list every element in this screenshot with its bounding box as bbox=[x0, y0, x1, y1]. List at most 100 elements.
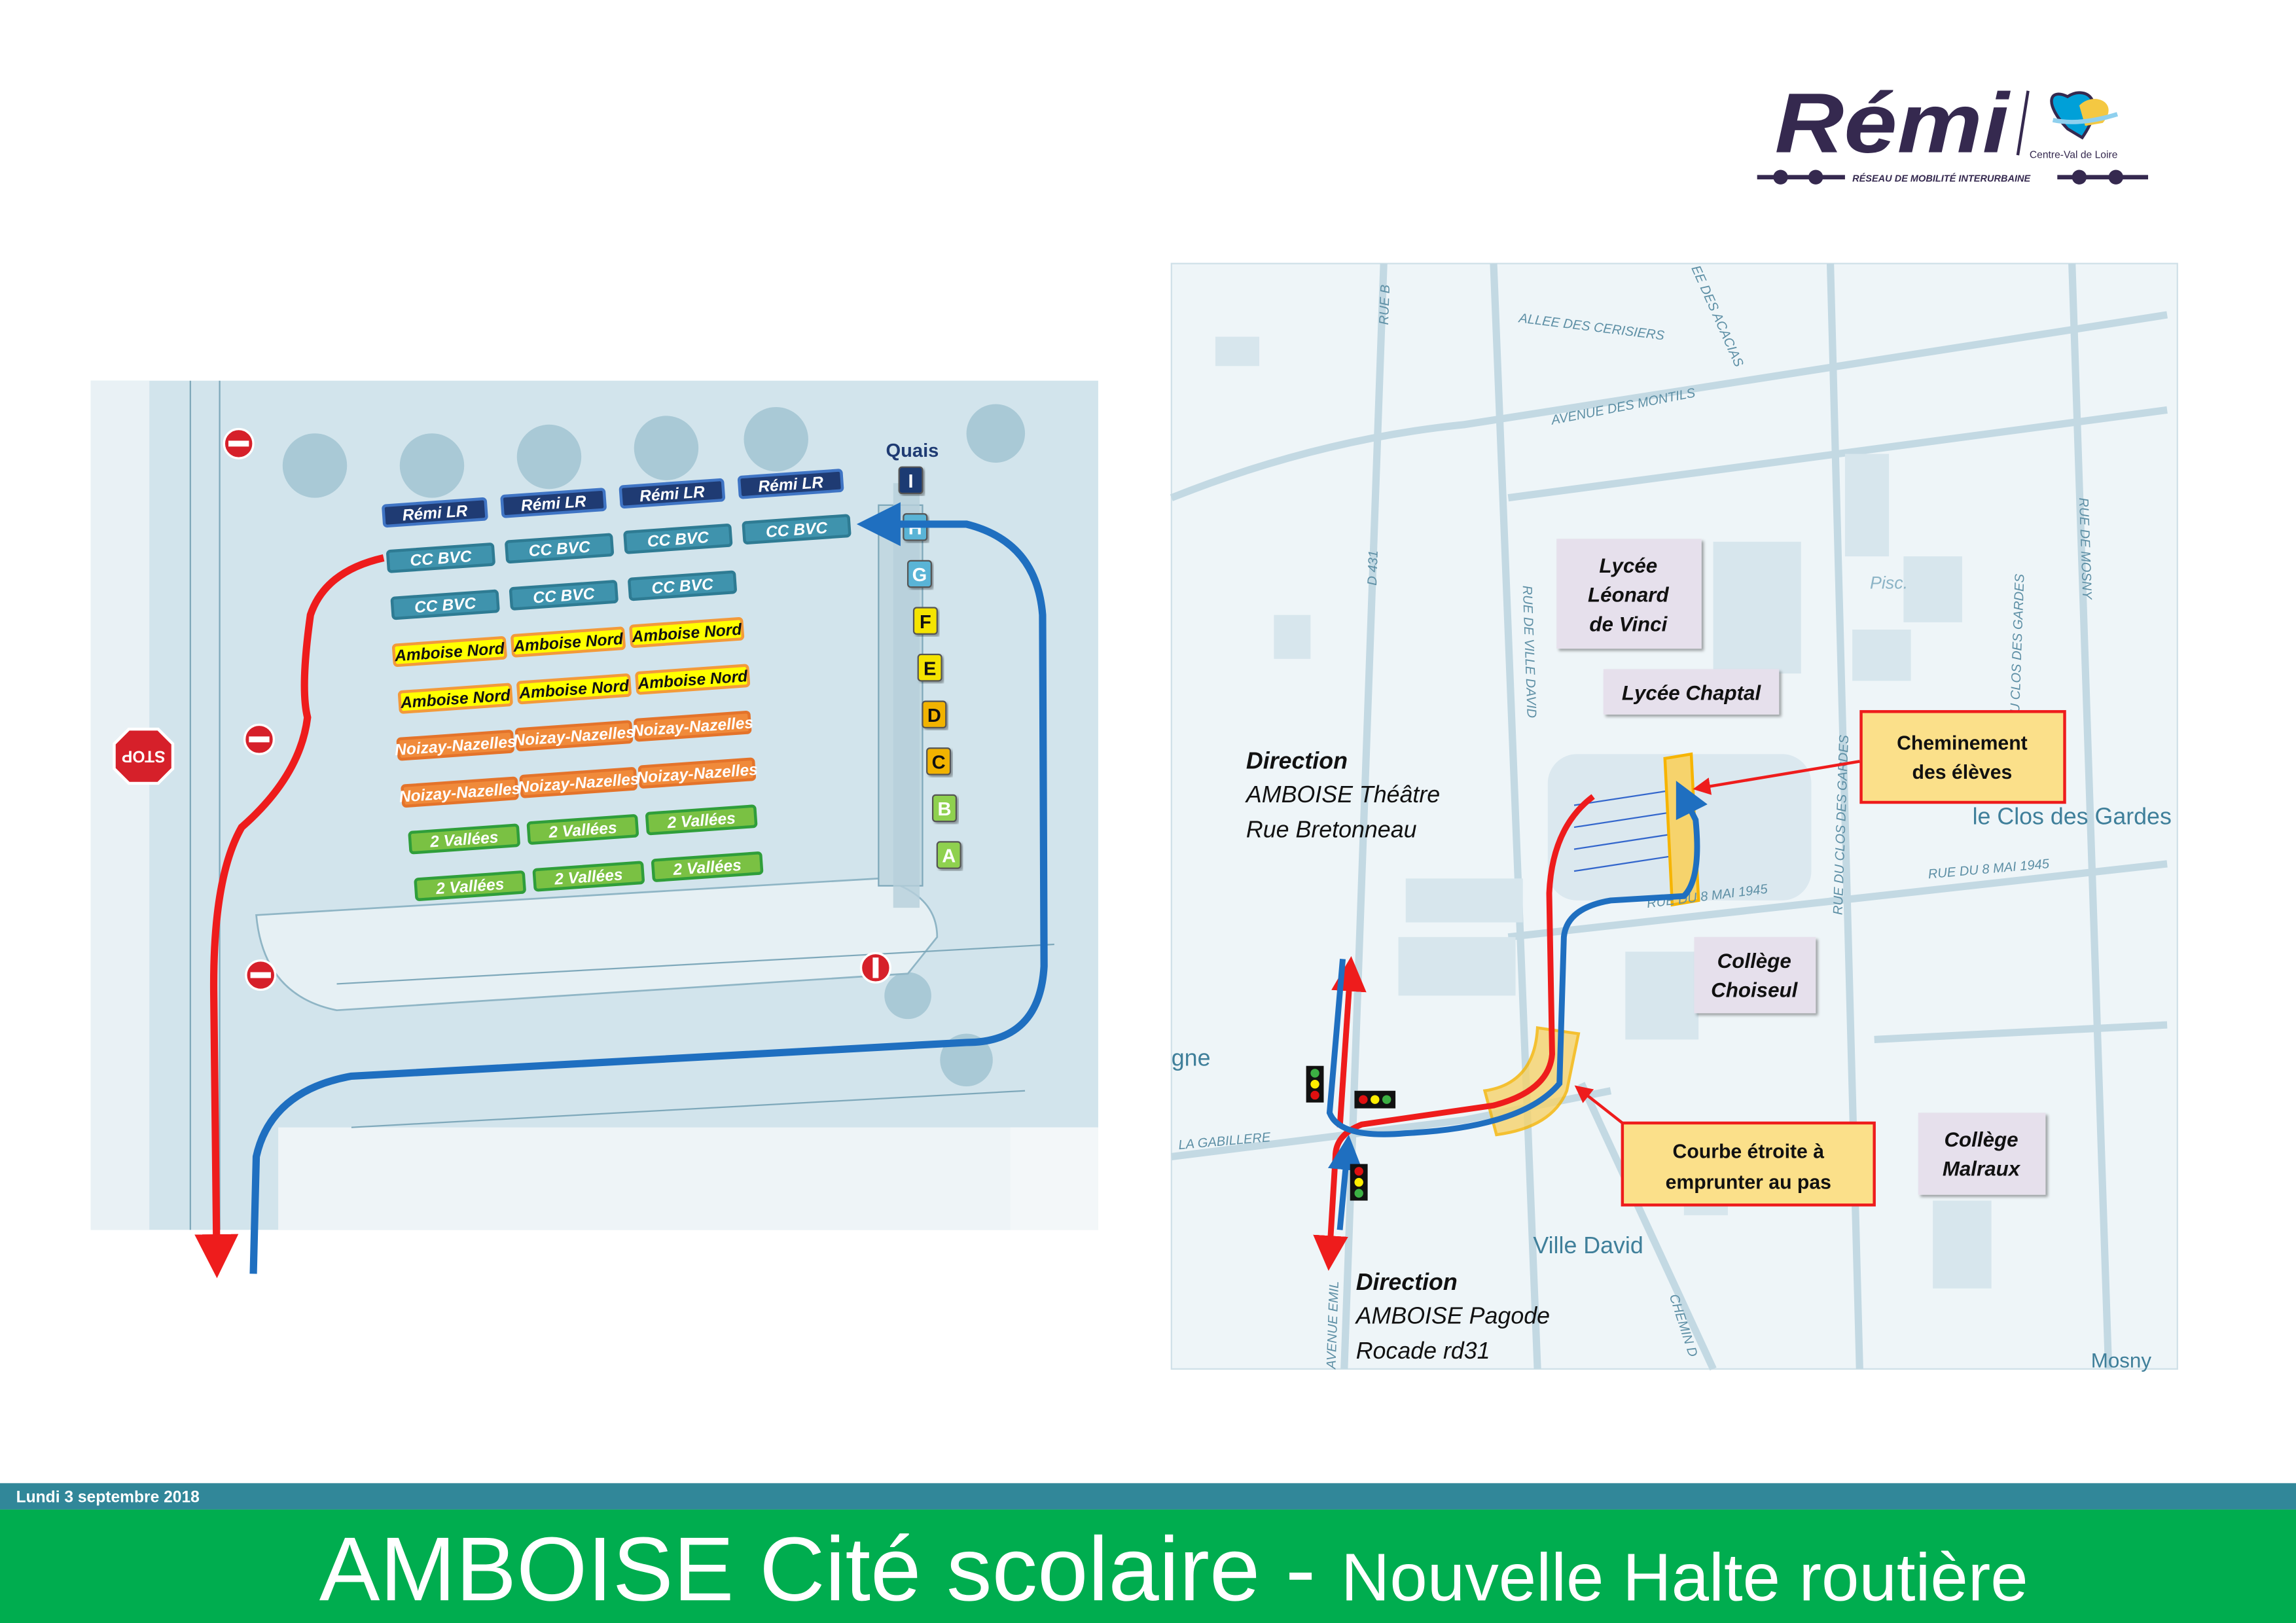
quai-badge-b: B bbox=[932, 794, 958, 823]
place-name: Lycée Chaptal bbox=[1622, 681, 1762, 704]
traffic-light-icon bbox=[1306, 1065, 1324, 1103]
place-name: de Vinci bbox=[1589, 613, 1668, 635]
bus-bay: Amboise Nord bbox=[635, 664, 751, 695]
title-band bbox=[0, 1509, 2296, 1623]
bus-bay-box bbox=[645, 804, 758, 836]
no-entry-sign-icon bbox=[859, 952, 891, 984]
place-name: Lycée bbox=[1599, 554, 1657, 577]
courbe-callout: Courbe étroite à emprunter au pas bbox=[1574, 1085, 1876, 1207]
bus-bay: CC BVC bbox=[386, 543, 495, 573]
bus-bay: Amboise Nord bbox=[516, 673, 632, 705]
quai-letter: D bbox=[927, 705, 941, 726]
quai-badge-c: C bbox=[926, 747, 952, 776]
place-name: Collège bbox=[1944, 1128, 2018, 1151]
bus-bay: Noizay-Nazelles bbox=[394, 730, 517, 761]
bus-bay-label: CC BVC bbox=[528, 538, 592, 560]
stop-sign-text: STOP bbox=[122, 747, 166, 765]
college-malraux-label: Collège Malraux bbox=[1918, 1113, 2046, 1195]
bus-bay-label: CC BVC bbox=[410, 548, 473, 570]
stop-sign-icon: STOP bbox=[113, 727, 175, 785]
bus-bay-box bbox=[396, 730, 514, 761]
place-name: Léonard bbox=[1588, 584, 1669, 607]
bus-bay-box bbox=[651, 851, 764, 882]
bus-bay: CC BVC bbox=[390, 589, 500, 620]
lycee-leonard-de-vinci-label: Lycée Léonard de Vinci bbox=[1556, 539, 1702, 649]
bus-bay-label: CC BVC bbox=[532, 585, 596, 607]
bus-bay: 2 Vallées bbox=[651, 851, 764, 882]
direction-north: Direction AMBOISE Théâtre Rue Bretonneau bbox=[1245, 748, 1440, 843]
bus-bay: CC BVC bbox=[505, 533, 615, 564]
bus-bay-box bbox=[516, 673, 632, 705]
place-label: Pisc. bbox=[1870, 573, 1908, 592]
date-band bbox=[0, 1483, 2296, 1510]
bus-bay-box bbox=[391, 636, 507, 668]
quai-letter: A bbox=[942, 846, 956, 867]
no-entry-sign-icon bbox=[223, 427, 255, 459]
map-buildings bbox=[1215, 336, 1992, 1289]
quai-badge-box bbox=[917, 653, 942, 682]
bus-bay: CC BVC bbox=[623, 524, 733, 554]
inbound-route-arrow bbox=[1326, 781, 1708, 1137]
quai-letter: G bbox=[912, 565, 927, 586]
place-label: Ville David bbox=[1533, 1232, 1643, 1258]
bus-bay-label: CC BVC bbox=[765, 519, 829, 541]
bus-bay-box bbox=[519, 767, 637, 798]
place-label: Mosny bbox=[2091, 1349, 2152, 1372]
bus-bay-box bbox=[637, 757, 756, 789]
bus-bay: Rémi LR bbox=[500, 488, 607, 518]
logo-rail-right bbox=[2057, 169, 2149, 185]
traffic-light-icon bbox=[1350, 1164, 1368, 1201]
traffic-light-icon bbox=[1354, 1090, 1396, 1109]
road-label: AVENUE EMIL bbox=[1324, 1281, 1342, 1370]
bus-bay-box bbox=[623, 524, 733, 554]
bus-bay-label: CC BVC bbox=[414, 595, 477, 617]
quai-letter: F bbox=[920, 612, 931, 633]
quai-letter: B bbox=[938, 799, 952, 820]
access-map: RUE B D 431 ALLEE DES CERISIERS EE DES A… bbox=[1170, 262, 2178, 1372]
bus-bay-box bbox=[635, 664, 751, 695]
place-name: Choiseul bbox=[1711, 979, 1799, 1002]
bus-bay: CC BVC bbox=[742, 514, 852, 544]
road-label: RUE DE MOSNY bbox=[2076, 497, 2094, 601]
logo-tagline: RÉSEAU DE MOBILITÉ INTERURBAINE bbox=[1852, 173, 2031, 184]
quai-badge-i: I bbox=[898, 466, 924, 495]
direction-label: Direction bbox=[1356, 1269, 1458, 1295]
logo-brand: Rémi bbox=[1775, 77, 2011, 171]
bus-bay-box bbox=[390, 589, 500, 620]
footer: Lundi 3 septembre 2018 AMBOISE Cité scol… bbox=[0, 1483, 2296, 1623]
bus-bay-box bbox=[408, 823, 520, 855]
narrow-curve-zone bbox=[1482, 1026, 1581, 1137]
bus-bay-box bbox=[532, 861, 645, 892]
quai-badge-box bbox=[912, 607, 938, 635]
bus-bay-box bbox=[386, 543, 495, 573]
bus-bay-box bbox=[414, 870, 526, 901]
quai-badge-box bbox=[898, 466, 924, 495]
callout-text: des élèves bbox=[1912, 762, 2013, 783]
bus-bay-box bbox=[526, 814, 639, 845]
bus-bay: Rémi LR bbox=[619, 478, 726, 508]
inbound-route-arrow bbox=[249, 502, 1048, 1274]
quai-badge-a: A bbox=[936, 841, 961, 869]
bus-bay-label: CC BVC bbox=[651, 576, 715, 598]
bus-bay: Noizay-Nazelles bbox=[517, 767, 639, 798]
bus-bay-box bbox=[628, 570, 737, 601]
direction-line: Rocade rd31 bbox=[1356, 1338, 1490, 1364]
direction-line: AMBOISE Théâtre bbox=[1245, 781, 1440, 808]
bus-bay-box bbox=[505, 533, 615, 564]
title-sub: Nouvelle Halte routière bbox=[1341, 1539, 2028, 1614]
remi-logo: Rémi Centre-Val de Loire RÉSEAU DE MOBIL… bbox=[1757, 77, 2149, 185]
direction-south: Direction AMBOISE Pagode Rocade rd31 bbox=[1355, 1269, 1550, 1364]
callout-text: Courbe étroite à bbox=[1673, 1141, 1825, 1163]
no-entry-sign-icon bbox=[243, 723, 276, 755]
callout-text: emprunter au pas bbox=[1666, 1172, 1831, 1194]
bus-bay-box bbox=[382, 497, 488, 528]
bus-bay-box bbox=[629, 617, 745, 648]
college-choiseul-label: Collège Choiseul bbox=[1694, 936, 1816, 1014]
page-title: AMBOISE Cité scolaire - Nouvelle Halte r… bbox=[319, 1518, 2028, 1620]
bus-bay-label: CC BVC bbox=[647, 529, 710, 551]
bus-bay-box bbox=[737, 469, 844, 499]
bus-bay: CC BVC bbox=[628, 570, 737, 601]
lycee-chaptal-label: Lycée Chaptal bbox=[1603, 669, 1780, 715]
